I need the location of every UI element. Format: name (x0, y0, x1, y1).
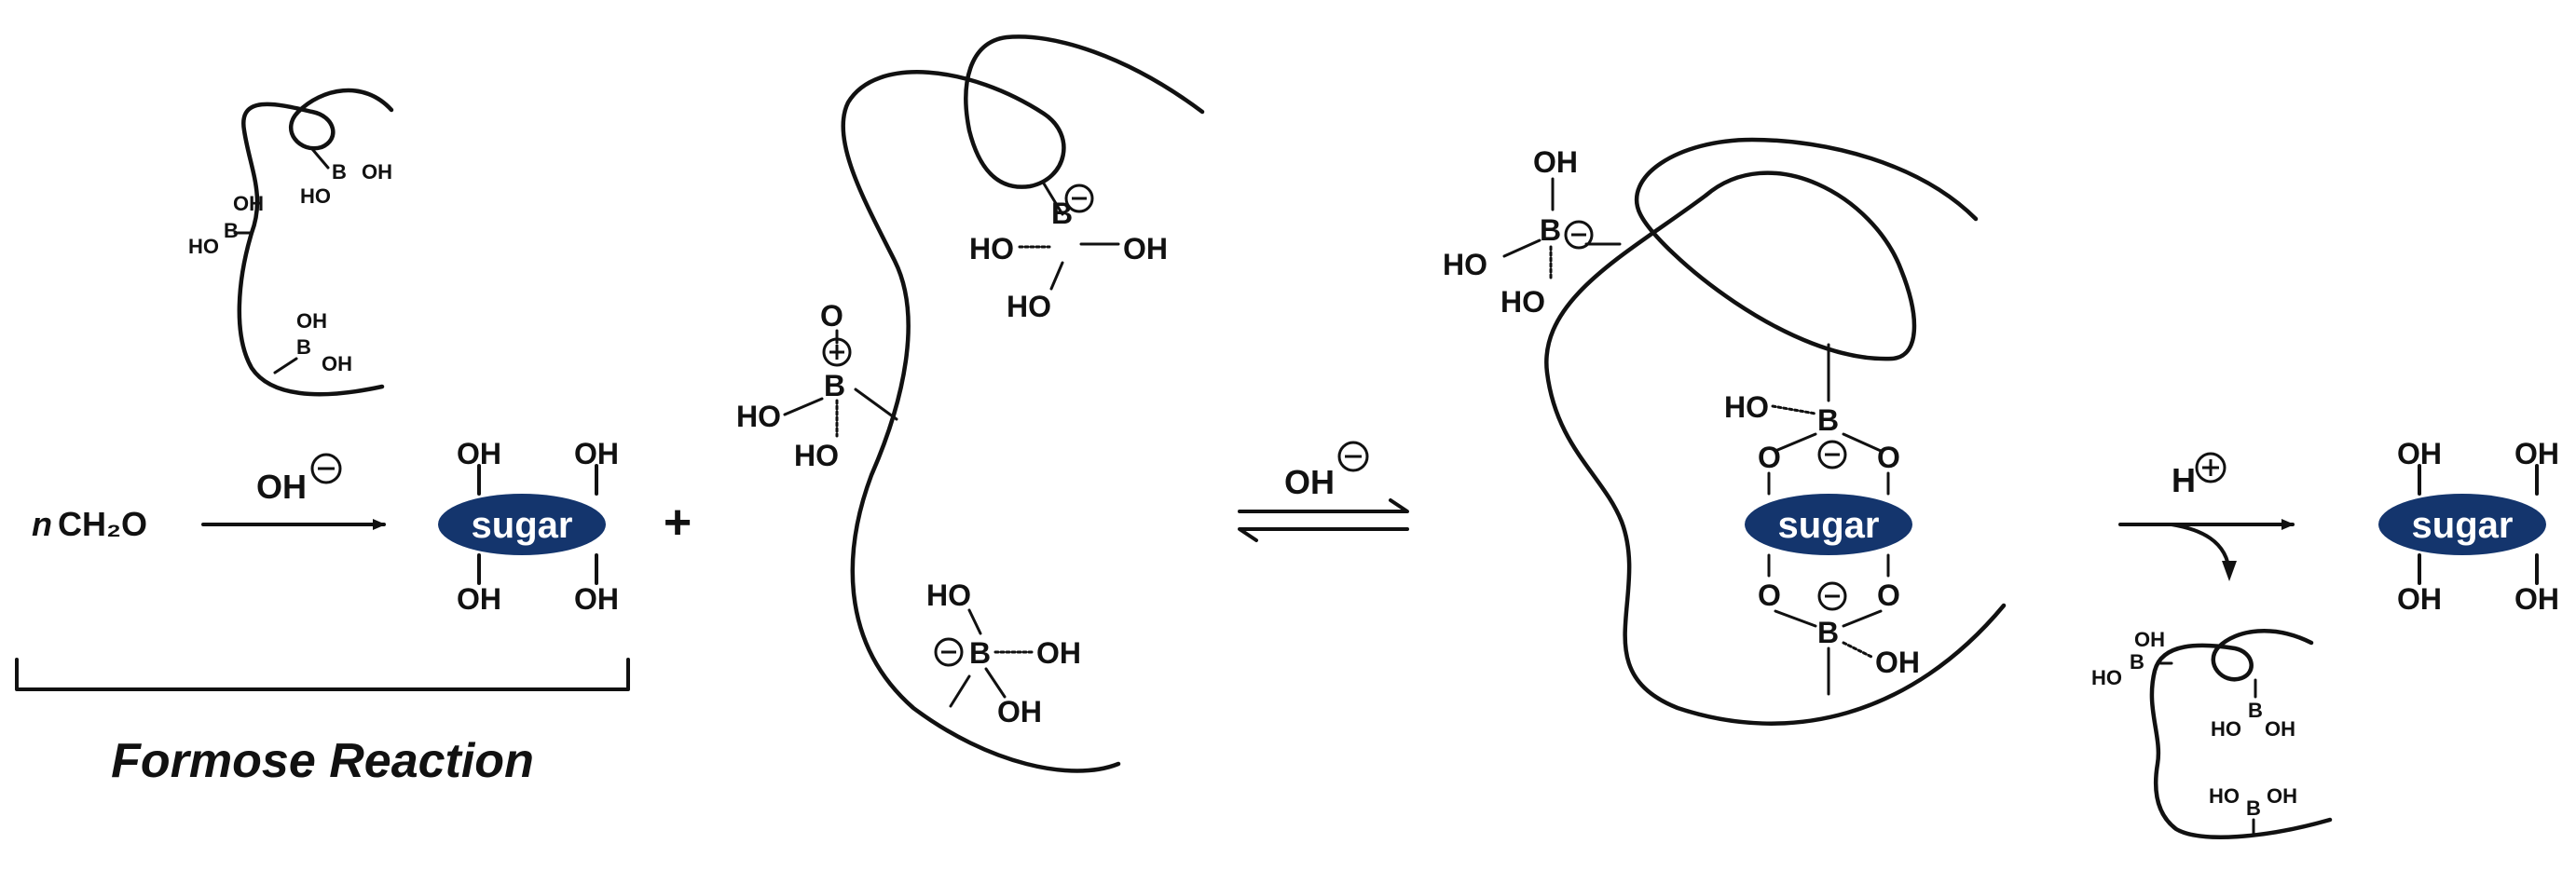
oxygen-label: O (1877, 441, 1900, 474)
boron-label: B (296, 335, 311, 359)
sugar-label: sugar (472, 505, 573, 546)
oh-label: OH (362, 160, 392, 184)
hydroxide-label: OH (256, 468, 307, 506)
charge-minus-icon (1564, 220, 1594, 250)
ho-label: HO (2211, 717, 2241, 741)
oxygen-label: O (1758, 441, 1781, 474)
oh-label: OH (296, 309, 327, 333)
ho-label: HO (969, 232, 1014, 265)
n-coefficient: n (32, 505, 52, 543)
ho-label: HO (2091, 666, 2122, 689)
oh-label: OH (322, 352, 352, 375)
sugar-label: sugar (2412, 505, 2514, 546)
charge-plus-icon (2195, 452, 2227, 483)
oh-label: OH (574, 582, 619, 616)
sugar-oval (1745, 494, 1912, 555)
formose-reaction-caption: Formose Reaction (111, 734, 534, 788)
formaldehyde-label: CH₂O (58, 505, 147, 543)
polymer-small-top-left: B OH HO OH B HO OH B OH (188, 88, 394, 397)
sugar-oval (438, 494, 606, 555)
hydroxide-label: OH (1284, 463, 1335, 501)
formose-reaction: n CH₂O OH sugar OH OH OH OH Formose Reac… (15, 437, 630, 788)
polymer-small-recovered: OH B HO B HO OH B HO OH (2091, 628, 2333, 839)
ho-label: HO (794, 439, 839, 472)
boron-label: B (2248, 699, 2263, 722)
boron-label: B (1051, 197, 1073, 230)
boron-label: B (2130, 650, 2144, 674)
boron-label: B (969, 636, 991, 670)
oh-label: OH (2514, 437, 2559, 470)
ho-label: HO (188, 235, 219, 258)
oh-label: OH (1036, 636, 1081, 670)
charge-minus-icon (934, 637, 964, 667)
charge-minus-icon (310, 453, 342, 484)
ho-label: HO (1007, 290, 1051, 323)
proton-label: H (2172, 461, 2196, 499)
boron-label: B (2246, 796, 2261, 820)
charge-plus-icon (822, 337, 852, 367)
oh-label: OH (997, 695, 1042, 728)
formose-bracket (15, 658, 630, 691)
oxygen-label: O (1877, 578, 1900, 612)
oh-label: OH (457, 582, 501, 616)
charge-minus-icon (1337, 441, 1369, 472)
ho-label: HO (300, 184, 331, 208)
oh-label: OH (233, 192, 264, 215)
oxygen-label: O (1758, 578, 1781, 612)
oh-label: OH (2397, 437, 2442, 470)
charge-minus-icon (1064, 184, 1094, 213)
charge-minus-icon (1817, 581, 1847, 611)
forward-arrow (1238, 498, 1409, 513)
oxygen-label: O (820, 299, 843, 333)
equilibrium-arrows: OH (1238, 441, 1409, 542)
polymer-sugar-complex: OH B HO HO HO B O O sugar O O B (1443, 137, 2007, 726)
charge-minus-icon (1817, 440, 1847, 470)
sugar-label: sugar (1778, 505, 1880, 546)
sugar-oval (2378, 494, 2546, 555)
plus-sign: + (664, 496, 692, 550)
oh-label: OH (1875, 646, 1920, 679)
oh-label: OH (2397, 582, 2442, 616)
polymer-large-middle: B HO OH HO O B HO HO HO B OH OH (736, 34, 1205, 773)
oh-label: OH (2265, 717, 2295, 741)
sugar-product: sugar OH OH OH OH (2378, 437, 2559, 616)
ho-label: HO (1500, 285, 1545, 319)
ho-label: HO (736, 400, 781, 433)
ho-label: HO (1724, 390, 1769, 424)
acid-step: H (2118, 452, 2295, 581)
boron-label: B (332, 160, 347, 184)
boron-label: B (1540, 213, 1561, 247)
oh-label: OH (2514, 582, 2559, 616)
ho-label: HO (1443, 248, 1487, 281)
oh-label: OH (1533, 145, 1578, 179)
reverse-arrow (1238, 527, 1409, 542)
boron-label: B (1817, 616, 1839, 649)
boron-label: B (1817, 403, 1839, 437)
release-arrow (2170, 523, 2231, 575)
ho-label: HO (2209, 784, 2240, 808)
oh-label: OH (457, 437, 501, 470)
boron-label: B (824, 369, 845, 402)
ho-label: HO (926, 578, 971, 612)
oh-label: OH (1123, 232, 1168, 265)
oh-label: OH (574, 437, 619, 470)
boron-label: B (224, 219, 239, 242)
oh-label: OH (2134, 628, 2165, 651)
oh-label: OH (2267, 784, 2297, 808)
